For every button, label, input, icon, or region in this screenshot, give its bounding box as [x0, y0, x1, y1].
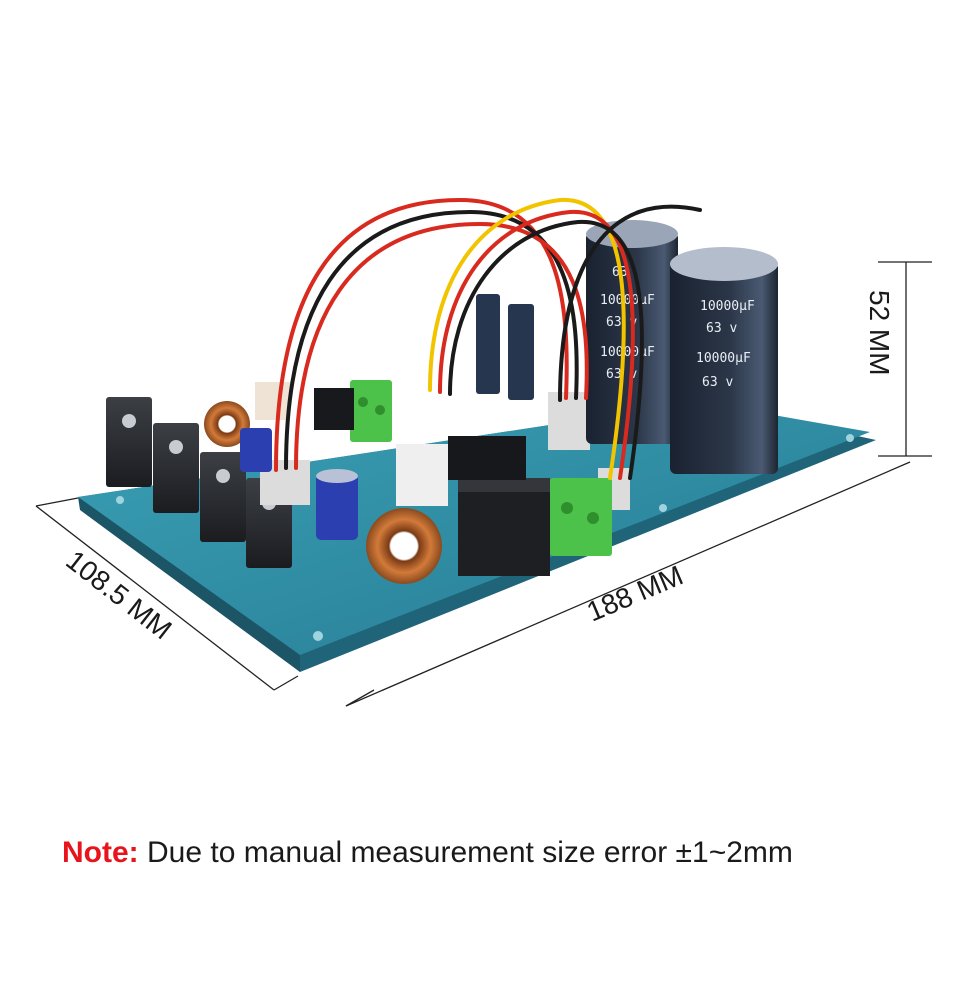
cap-label: 10000µF [696, 351, 751, 366]
cap-label: 63 v [706, 321, 737, 336]
cap-label: 63 v [606, 315, 637, 330]
note-text: Due to manual measurement size error ±1~… [138, 836, 793, 869]
cap-label: 10000µF [700, 299, 755, 314]
mosfet-row [106, 397, 292, 568]
dimension-length-label: 188 MM [582, 559, 687, 627]
toroid-inductor [204, 401, 442, 584]
dimension-height-label: 52 MM [864, 290, 895, 376]
cap-label: 63 v [702, 375, 733, 390]
note-label: Note: [62, 836, 139, 869]
dimension-lines [35, 261, 932, 707]
product-photo: 63 10000µF 63 v 10000µF 63 v 10000µF 63 … [35, 197, 932, 707]
wire-harness [274, 197, 702, 480]
cap-label: 10000µF [600, 293, 655, 308]
relay [458, 478, 550, 576]
terminal-block [350, 380, 612, 556]
measurement-note: Note: Due to manual measurement size err… [62, 836, 793, 870]
ic-chip [314, 388, 526, 480]
cap-label: 10000µF [600, 345, 655, 360]
connector-blocks [255, 382, 630, 510]
